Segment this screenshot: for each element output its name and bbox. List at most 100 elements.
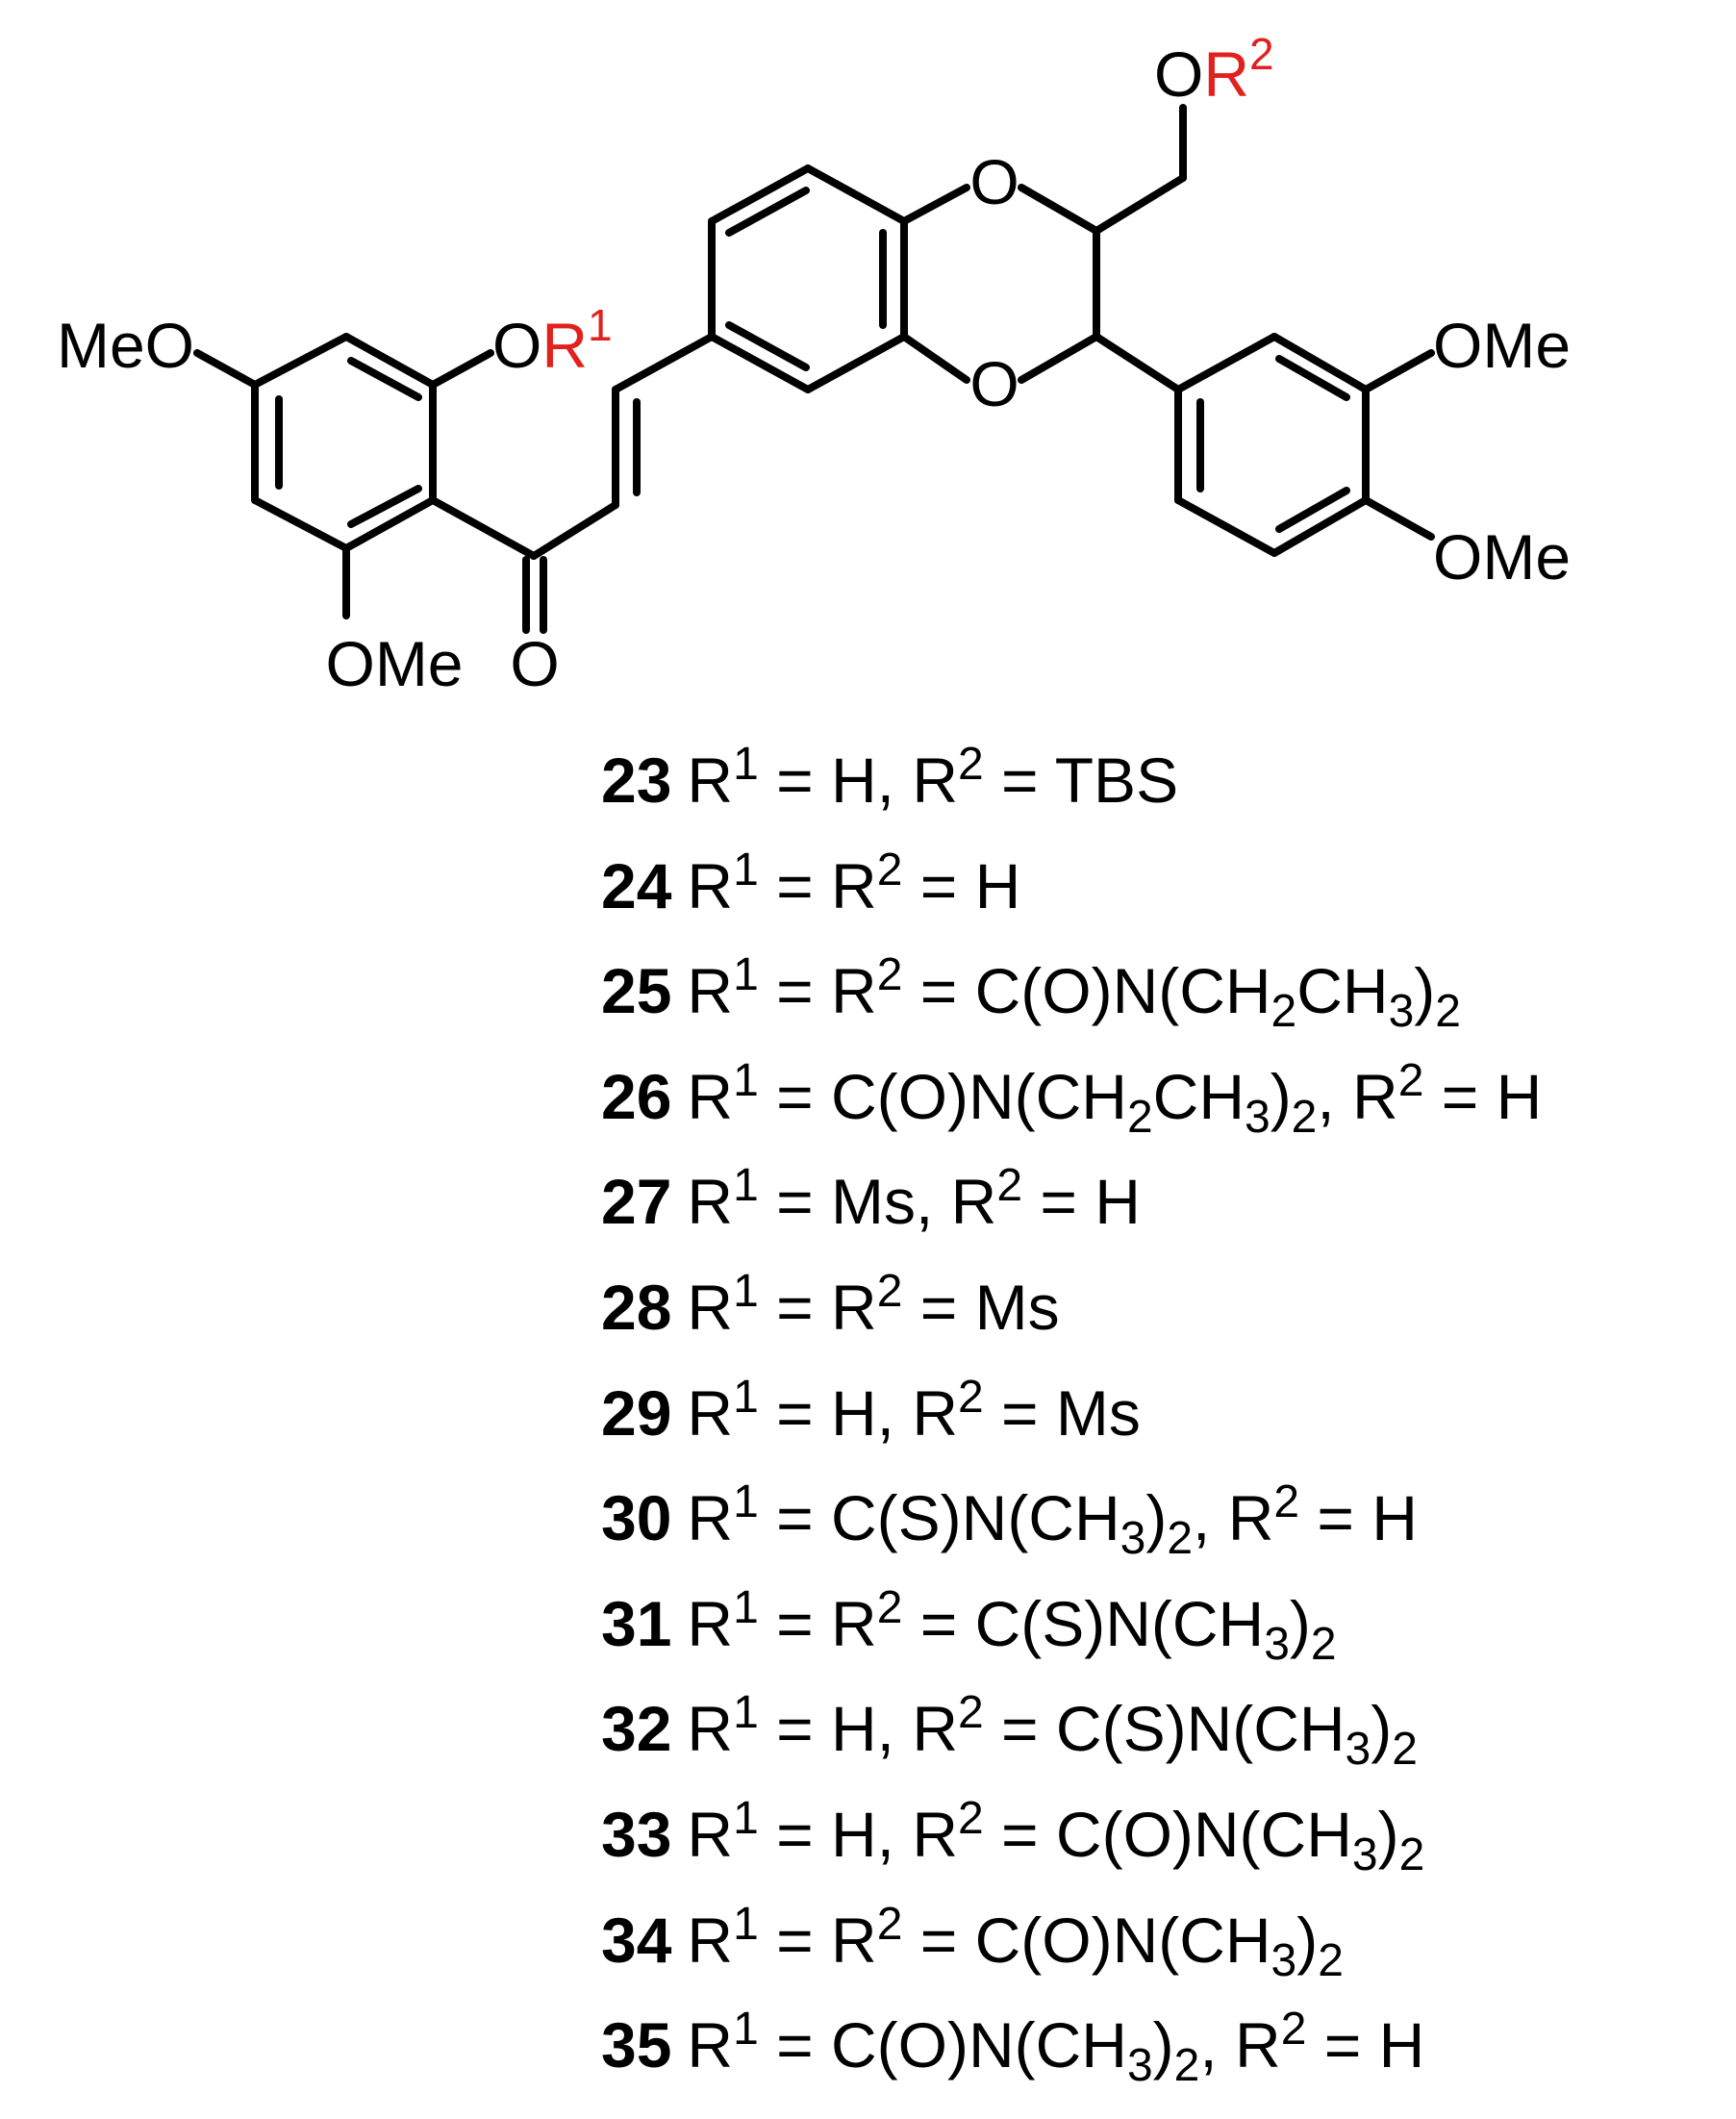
substituent-text: = C(O)N(CH (758, 1060, 1127, 1132)
substituent-text: = Ms (983, 1376, 1141, 1449)
formula-subscript: 3 (1126, 2040, 1153, 2092)
compound-number: 25 (601, 955, 672, 1027)
ring-oxygen-bottom: O (969, 348, 1019, 419)
r-group-index: 2 (1280, 2004, 1307, 2056)
compound-number: 23 (601, 744, 672, 816)
formula-subscript: 2 (1173, 2040, 1200, 2092)
substituent-text: = R (758, 955, 877, 1027)
formula-subscript: 3 (1264, 1618, 1290, 1670)
substituent-text: R (687, 1693, 734, 1765)
formula-subscript: 3 (1120, 1513, 1146, 1565)
r1-symbol: R (541, 310, 588, 381)
substituent-text: R (687, 1482, 734, 1554)
substituent-text: = H (1306, 2009, 1425, 2081)
substituent-text: ) (1289, 1587, 1311, 1659)
r-group-index: 2 (958, 1687, 984, 1739)
bond-skeleton (193, 104, 1435, 634)
substituent-text: R (687, 2009, 734, 2081)
formula-subscript: 3 (1351, 1829, 1378, 1880)
compound-number: 31 (601, 1587, 672, 1659)
substituent-text: ) (1414, 955, 1436, 1027)
formula-subscript: 2 (1291, 1091, 1318, 1143)
r-group-index: 2 (876, 1898, 903, 1950)
formula-subscript: 2 (1167, 1513, 1194, 1565)
substituent-text: = TBS (983, 744, 1179, 816)
substituent-text: , R (1317, 1060, 1398, 1132)
substituent-text: = R (758, 849, 877, 921)
substituent-text: R (687, 1271, 734, 1343)
methoxy-label-right-top: OMe (1433, 310, 1571, 381)
substituent-text: = C(O)N(CH (983, 1798, 1352, 1870)
substituent-text: ) (1371, 1693, 1393, 1765)
formula-subscript: 3 (1388, 986, 1415, 1038)
substituent-text: R (687, 1166, 734, 1238)
substituent-text: = C(S)N(CH (902, 1587, 1265, 1659)
substituent-text: = C(S)N(CH (758, 1482, 1120, 1554)
r-group-index: 1 (733, 1265, 759, 1317)
r-group-index: 2 (958, 1371, 984, 1423)
methoxy-label-right-bottom: OMe (1433, 521, 1571, 593)
substituent-text: , R (1193, 1482, 1274, 1554)
substituent-text: = C(O)N(CH (758, 2009, 1127, 2081)
formula-subscript: 2 (1318, 1934, 1344, 1986)
chemical-structure: MeO OR1 OMe O O O OR2 OMe OMe (57, 29, 1571, 699)
substituent-text: R (687, 744, 734, 816)
substituent-text: = C(O)N(CH (902, 1904, 1271, 1976)
r-group-index: 2 (876, 949, 903, 1001)
methoxy-label-bottom: OMe (325, 628, 463, 699)
compound-number: 30 (601, 1482, 672, 1554)
compound-number: 26 (601, 1060, 672, 1132)
substituent-text: = H (1022, 1166, 1141, 1238)
substituent-text: = H, R (758, 744, 959, 816)
formula-subscript: 3 (1244, 1091, 1271, 1143)
substituent-text: = Ms (902, 1271, 1060, 1343)
r2-superscript: 2 (1249, 29, 1274, 79)
substituent-text: = R (758, 1904, 877, 1976)
formula-subscript: 3 (1271, 1934, 1297, 1986)
substituent-text: R (687, 1060, 734, 1132)
r-group-index: 1 (733, 1687, 759, 1739)
carbonyl-oxygen-label: O (510, 628, 559, 699)
substituent-text: R (687, 1376, 734, 1449)
r-group-index: 2 (876, 1265, 903, 1317)
compound-number: 28 (601, 1271, 672, 1343)
substituent-text: ) (1145, 1482, 1168, 1554)
r-group-index: 1 (733, 1054, 759, 1106)
r-group-index: 1 (733, 844, 759, 896)
formula-subscript: 2 (1392, 1724, 1418, 1776)
r-group-index: 2 (958, 739, 984, 790)
o-r1-oxygen: O (492, 310, 541, 381)
r-group-index: 2 (958, 1792, 984, 1844)
r-group-index: 1 (733, 1476, 759, 1528)
compound-number: 29 (601, 1376, 672, 1449)
substituent-text: R (687, 1587, 734, 1659)
substituent-text: = R (758, 1271, 877, 1343)
r-group-index: 1 (733, 1898, 759, 1950)
r-group-index: 1 (733, 1792, 759, 1844)
substituent-text: R (687, 849, 734, 921)
formula-subscript: 2 (1126, 1091, 1153, 1143)
compound-number: 27 (601, 1166, 672, 1238)
formula-subscript: 2 (1271, 986, 1297, 1038)
r-group-index: 1 (733, 949, 759, 1001)
o-r1-label: OR1 (492, 300, 613, 381)
substituent-text: ) (1270, 1060, 1292, 1132)
substituent-text: , R (1199, 2009, 1281, 2081)
r2-symbol: R (1203, 38, 1249, 110)
r1-superscript: 1 (588, 300, 613, 350)
r-group-index: 1 (733, 2004, 759, 2056)
compound-number: 33 (601, 1798, 672, 1870)
substituent-text: = H (1299, 1482, 1418, 1554)
r-group-index: 2 (1397, 1054, 1424, 1106)
substituent-text: R (687, 1798, 734, 1870)
o-r2-oxygen: O (1154, 38, 1203, 110)
